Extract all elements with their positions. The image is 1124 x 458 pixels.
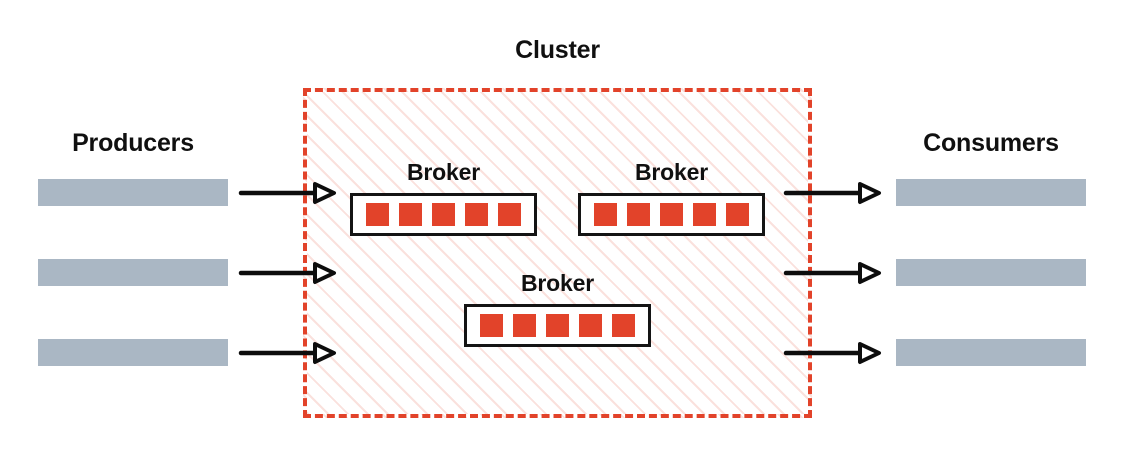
partition-square [498, 203, 521, 226]
broker-3-partitions [464, 304, 651, 347]
cluster-title: Cluster [515, 36, 600, 64]
partition-square [465, 203, 488, 226]
partition-square [366, 203, 389, 226]
arrow-right-icon [783, 180, 882, 206]
broker-2-label: Broker [635, 159, 708, 185]
partition-square [612, 314, 635, 337]
partition-square [513, 314, 536, 337]
broker-2: Broker [578, 161, 765, 236]
producer-bar-1 [38, 179, 228, 206]
producer-bar-2 [38, 259, 228, 286]
arrow-right-icon [783, 260, 882, 286]
partition-square [594, 203, 617, 226]
partition-square [693, 203, 716, 226]
arrow-right-icon [238, 180, 337, 206]
broker-1: Broker [350, 161, 537, 236]
partition-square [399, 203, 422, 226]
partition-square [432, 203, 455, 226]
broker-1-label: Broker [407, 159, 480, 185]
partition-square [660, 203, 683, 226]
arrow-right-icon [238, 340, 337, 366]
consumer-bar-3 [896, 339, 1086, 366]
arrow-right-icon [238, 260, 337, 286]
consumers-title: Consumers [923, 129, 1059, 157]
broker-3-label: Broker [521, 270, 594, 296]
broker-2-partitions [578, 193, 765, 236]
consumer-bar-1 [896, 179, 1086, 206]
broker-1-partitions [350, 193, 537, 236]
partition-square [546, 314, 569, 337]
partition-square [480, 314, 503, 337]
producers-title: Producers [72, 129, 194, 157]
producer-bar-3 [38, 339, 228, 366]
cluster-boundary [303, 88, 812, 418]
partition-square [579, 314, 602, 337]
partition-square [726, 203, 749, 226]
broker-3: Broker [464, 272, 651, 347]
partition-square [627, 203, 650, 226]
arrow-right-icon [783, 340, 882, 366]
consumer-bar-2 [896, 259, 1086, 286]
